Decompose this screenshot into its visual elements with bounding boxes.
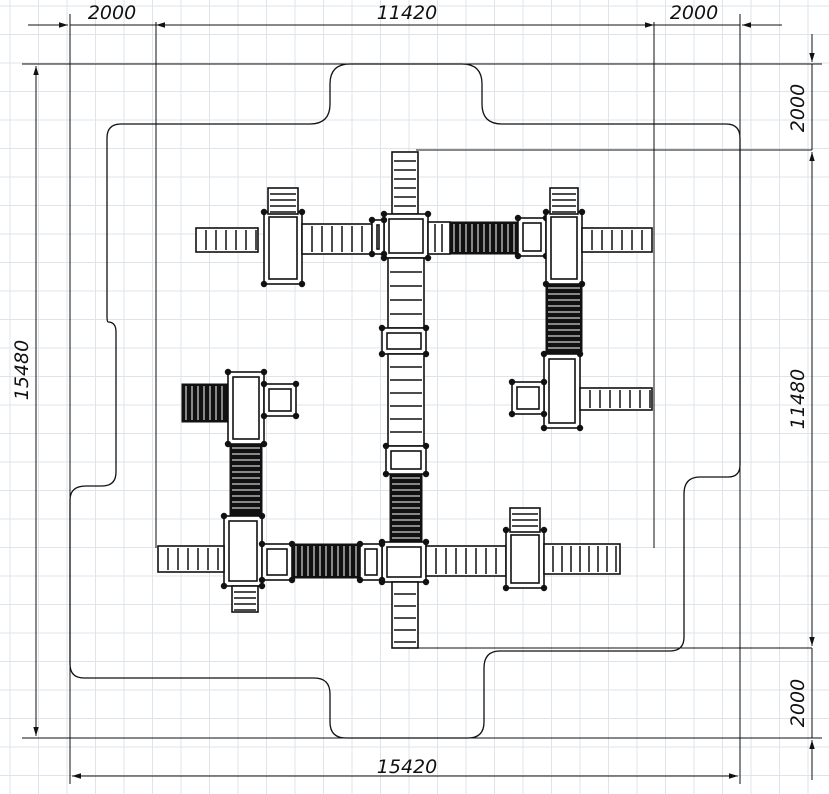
right-slide-bottom xyxy=(579,387,653,411)
play-equipment xyxy=(157,151,653,649)
dim-top-right: 2000 xyxy=(670,2,718,24)
dim-left-total: 15480 xyxy=(11,340,33,400)
central-bridge-1 xyxy=(387,257,425,329)
top-connector xyxy=(368,216,388,258)
top-left-ladder xyxy=(267,187,299,215)
left-side-platform xyxy=(260,380,300,420)
slide-bottom xyxy=(391,581,419,649)
dimension-lines xyxy=(22,14,822,784)
left-slide-bottom xyxy=(157,545,225,573)
bottom-bridge-right xyxy=(425,545,507,577)
central-platform-top xyxy=(380,210,432,262)
left-lower-tower xyxy=(220,512,266,590)
equipment-extent-lines xyxy=(155,22,812,649)
dim-top-middle: 11420 xyxy=(377,2,437,24)
bottom-right-tower xyxy=(502,526,548,592)
right-lower-tower xyxy=(540,350,584,432)
dim-right-top: 2000 xyxy=(787,84,809,132)
left-upper-tower xyxy=(224,368,268,448)
central-platform-2 xyxy=(378,324,430,358)
left-lower-side xyxy=(258,540,296,584)
left-lower-ladder xyxy=(231,585,259,613)
left-net-bridge xyxy=(229,443,263,517)
central-platform-3 xyxy=(382,442,430,478)
dim-bottom-total: 15420 xyxy=(377,756,437,778)
left-slide-top xyxy=(195,227,259,253)
top-right-platform xyxy=(514,214,550,260)
safety-zone-outline xyxy=(69,63,741,739)
central-platform-bottom xyxy=(378,538,430,586)
left-net-ramp xyxy=(181,383,229,423)
right-slide-top xyxy=(581,227,653,253)
bottom-right-roof xyxy=(509,507,541,533)
right-side-platform xyxy=(508,378,548,418)
top-left-tower xyxy=(260,208,306,288)
slide-top xyxy=(391,151,419,215)
top-right-tower xyxy=(542,208,586,288)
bottom-connector-left xyxy=(356,540,386,584)
top-right-ladder xyxy=(549,187,579,215)
central-bridge-2 xyxy=(387,353,425,447)
dim-top-left: 2000 xyxy=(88,2,136,24)
top-bridge-1 xyxy=(301,223,373,255)
right-slide-bottom-arm xyxy=(543,543,621,575)
dim-right-middle: 11480 xyxy=(787,369,809,429)
dim-right-bottom: 2000 xyxy=(787,679,809,727)
top-ramp xyxy=(427,221,451,255)
